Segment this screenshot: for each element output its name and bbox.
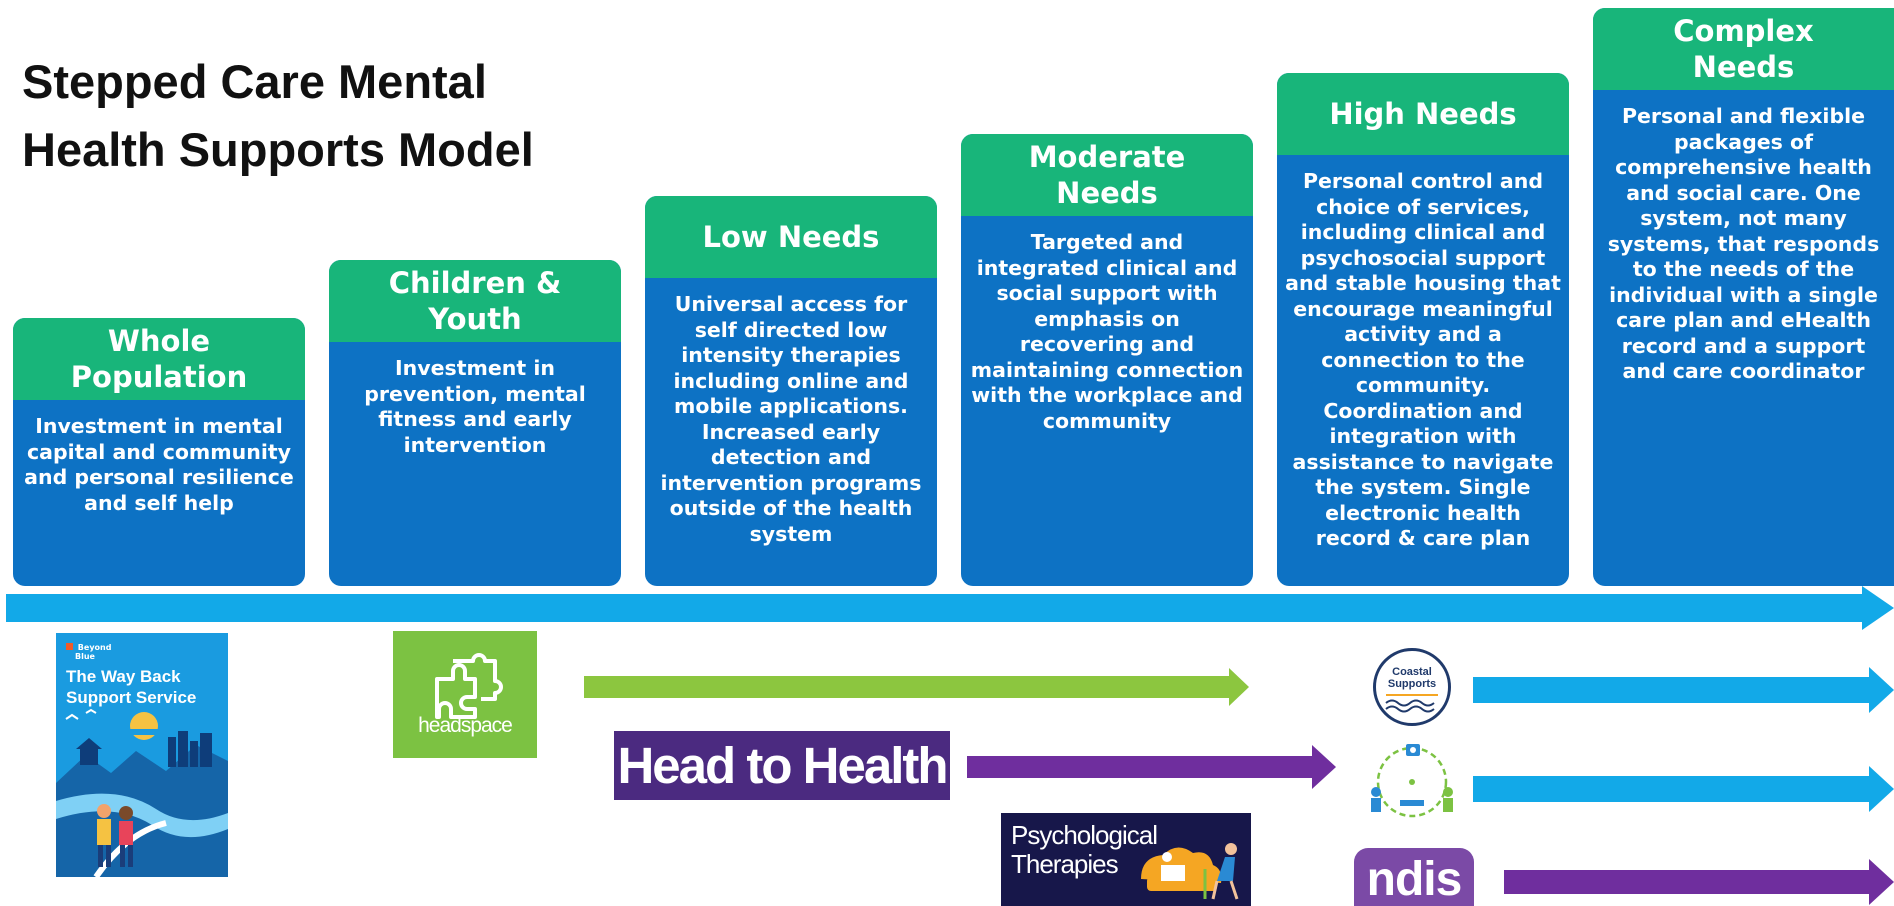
step-description: Targeted and integrated clinical and soc… — [970, 230, 1244, 433]
head-to-health-arrow-shaft — [967, 756, 1312, 778]
page-title: Stepped Care Mental Health Supports Mode… — [22, 48, 622, 184]
head-to-health-logo: Head to Health — [614, 731, 950, 800]
timeline-arrow-head — [1862, 586, 1894, 630]
ndis-logo: ndis — [1354, 848, 1474, 906]
headspace-label: headspace — [418, 714, 513, 737]
step-heading-line: Youth — [428, 302, 522, 336]
headspace-arrow-shaft — [584, 676, 1229, 698]
coastal-supports-arrow-shaft — [1473, 677, 1869, 703]
step-heading-line: Needs — [1056, 176, 1158, 210]
title-line-2: Health Supports Model — [22, 123, 534, 176]
step-description: Universal access for self directed low i… — [660, 292, 922, 546]
beyond-blue-line2: Blue — [75, 652, 95, 661]
step-heading: Complex Needs — [1593, 8, 1894, 90]
head-to-health-arrow-head — [1312, 745, 1336, 789]
psychological-therapies-line1: Psychological — [1011, 820, 1158, 850]
step-description: Personal and flexible packages of compre… — [1607, 104, 1880, 383]
step-description: Personal control and choice of services,… — [1285, 169, 1561, 550]
step-card-low-needs: Low Needs Universal access for self dire… — [645, 196, 937, 586]
step-heading: High Needs — [1277, 73, 1569, 155]
therapy-session-illustration — [1141, 843, 1239, 900]
coastal-supports-logo: Coastal Supports — [1373, 648, 1451, 726]
step-card-high-needs: High Needs Personal control and choice o… — [1277, 73, 1569, 586]
step-heading-line: Children & — [388, 266, 562, 300]
ndis-arrow-shaft — [1504, 870, 1869, 894]
headspace-arrow-head — [1229, 668, 1249, 706]
step-heading-line: Complex — [1673, 14, 1814, 48]
step-card-children-youth: Children & Youth Investment in preventio… — [329, 260, 621, 586]
step-description: Investment in prevention, mental fitness… — [364, 356, 586, 457]
psychological-therapies-logo: Psychological Therapies — [1001, 813, 1251, 906]
step-heading-line: Whole — [107, 324, 211, 358]
step-card-moderate-needs: Moderate Needs Targeted and integrated c… — [961, 134, 1253, 586]
coastal-supports-text: Coastal Supports — [1376, 666, 1448, 690]
step-heading: Whole Population — [13, 318, 305, 400]
ndis-arrow-head — [1869, 859, 1894, 905]
care-network-arrow-shaft — [1473, 776, 1869, 802]
coastal-supports-arrow-head — [1869, 667, 1894, 713]
step-description: Investment in mental capital and communi… — [24, 414, 294, 515]
step-heading-line: Moderate — [1028, 140, 1186, 174]
step-heading-line: Needs — [1692, 50, 1795, 84]
wayback-title: The Way Back Support Service — [66, 666, 226, 708]
step-heading: Children & Youth — [329, 260, 621, 342]
coastal-supports-line1: Coastal — [1392, 666, 1432, 678]
psychological-therapies-line2: Therapies — [1011, 849, 1119, 879]
step-card-complex-needs: Complex Needs Personal and flexible pack… — [1593, 8, 1894, 586]
wayback-support-service-logo: Beyond Blue The Way Back Support Service — [56, 633, 228, 877]
step-card-whole-population: Whole Population Investment in mental ca… — [13, 318, 305, 586]
care-network-arrow-head — [1869, 766, 1894, 812]
headspace-puzzle-icon — [435, 653, 503, 719]
beyond-blue-icon — [66, 643, 73, 650]
step-heading-line: Population — [70, 360, 248, 394]
beyond-blue-line1: Beyond — [77, 643, 112, 652]
psychological-therapies-text: Psychological Therapies — [1011, 820, 1158, 879]
coastal-wave-icon — [1385, 694, 1438, 713]
care-network-icon — [1371, 744, 1453, 818]
beyond-blue-brand: Beyond Blue — [66, 643, 111, 661]
step-heading: Moderate Needs — [961, 134, 1253, 216]
wayback-title-line1: The Way Back — [66, 667, 181, 686]
title-line-1: Stepped Care Mental — [22, 55, 487, 108]
wayback-illustration — [56, 708, 228, 877]
wayback-title-line2: Support Service — [66, 688, 197, 707]
step-heading: Low Needs — [645, 196, 937, 278]
headspace-logo: headspace — [393, 631, 537, 758]
step-heading-line: Low Needs — [702, 220, 880, 254]
timeline-arrow-shaft — [6, 594, 1866, 622]
step-heading-line: High Needs — [1329, 97, 1517, 131]
coastal-supports-line2: Supports — [1387, 678, 1437, 690]
